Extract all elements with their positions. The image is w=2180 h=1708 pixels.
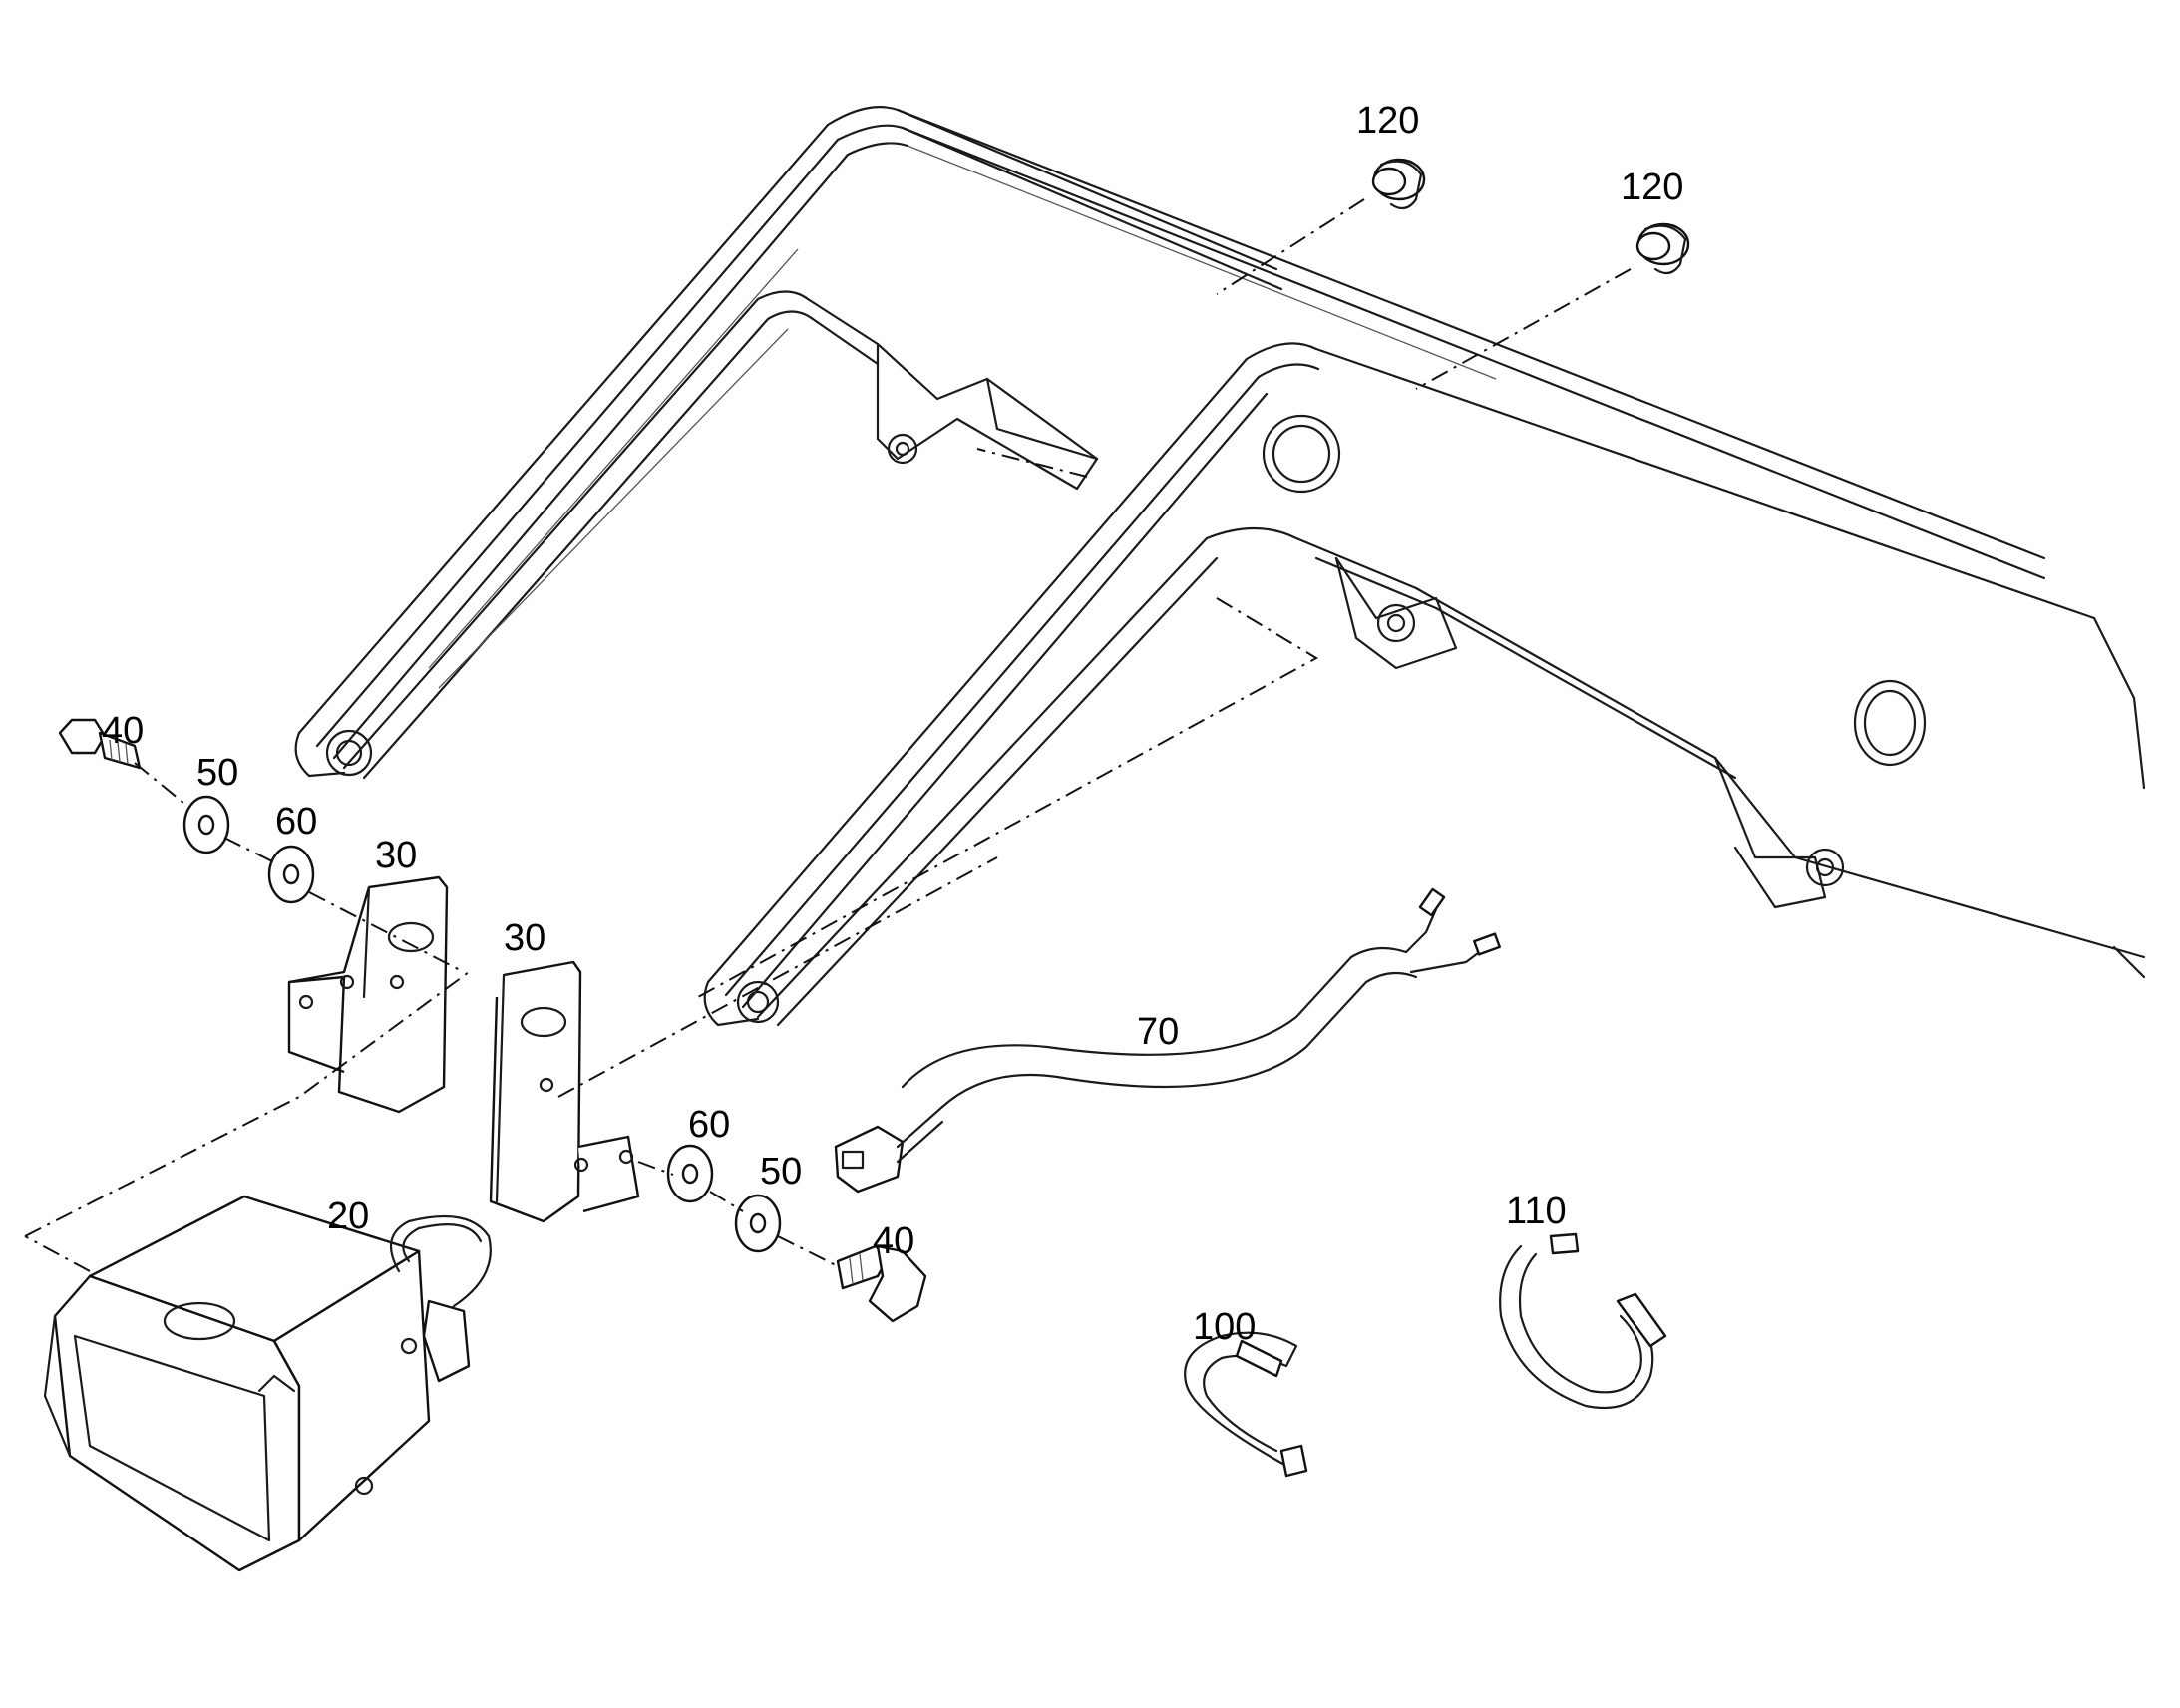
bolt-40-upper — [58, 718, 142, 770]
callout-50-a: 50 — [196, 752, 238, 794]
callout-40-a: 40 — [102, 710, 144, 752]
work-light-20 — [43, 1195, 492, 1572]
callout-20: 20 — [327, 1196, 369, 1237]
callout-30-a: 30 — [375, 835, 417, 876]
callouts: 120 120 40 50 60 30 30 70 60 50 40 20 11… — [102, 100, 1683, 1348]
callout-60-a: 60 — [275, 801, 317, 843]
grommet-120-b — [1635, 222, 1690, 275]
washer-50-lower — [734, 1194, 782, 1253]
bolt-40-lower — [836, 1244, 927, 1323]
callout-70: 70 — [1137, 1011, 1179, 1053]
washer-60-lower — [666, 1144, 714, 1203]
callout-100: 100 — [1193, 1306, 1256, 1348]
grommet-120-a — [1371, 158, 1426, 210]
hose-clamp-100 — [1184, 1331, 1308, 1478]
washer-60-upper — [267, 845, 315, 904]
assembly-lines — [24, 198, 1632, 1272]
bracket-30-left — [287, 875, 449, 1114]
callout-110: 110 — [1506, 1191, 1567, 1232]
wiring-harness-70 — [834, 887, 1501, 1194]
callout-40-b: 40 — [873, 1220, 914, 1262]
callout-60-b: 60 — [688, 1104, 730, 1146]
callout-120-b: 120 — [1621, 167, 1683, 208]
bracket-30-right — [489, 960, 640, 1223]
washer-50-upper — [182, 795, 230, 854]
callout-30-b: 30 — [504, 917, 545, 959]
callout-120-a: 120 — [1356, 100, 1419, 142]
callout-50-b: 50 — [760, 1151, 802, 1193]
cable-tie-110 — [1499, 1232, 1667, 1410]
loader-boom-frame — [294, 106, 2146, 1027]
